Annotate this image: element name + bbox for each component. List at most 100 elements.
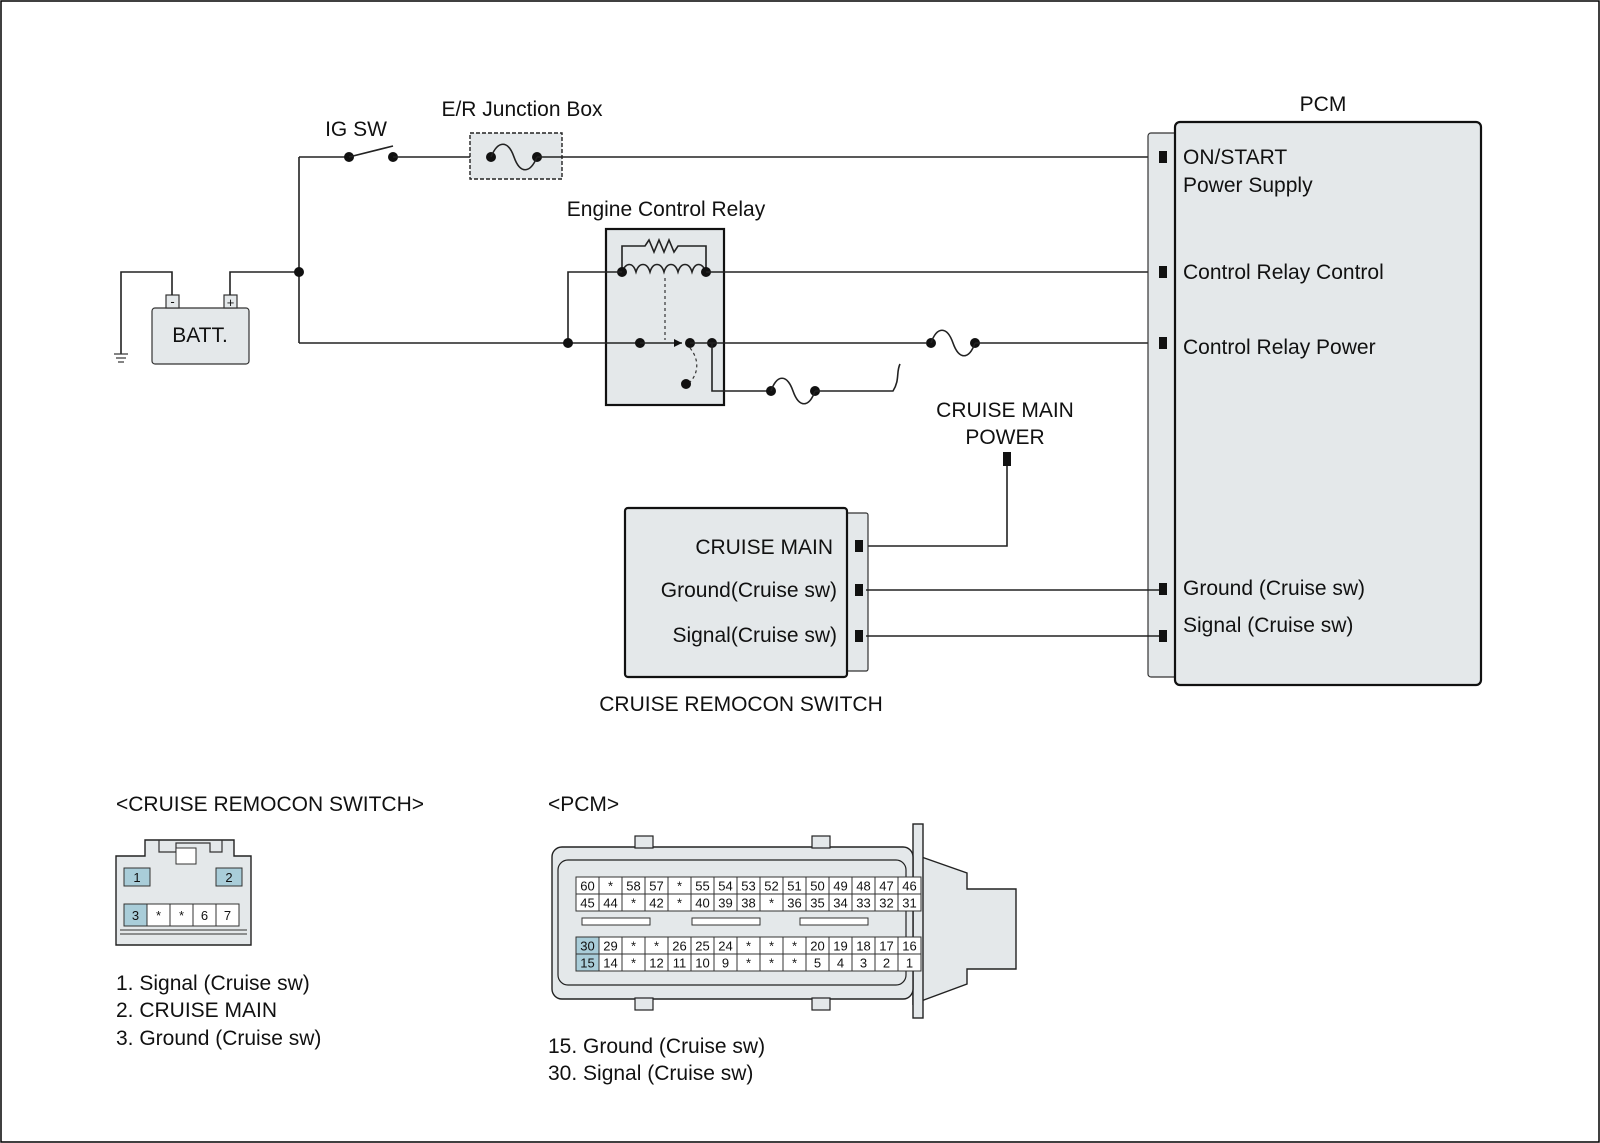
- switch-terminal: [855, 630, 863, 642]
- pcm-pin-relay-power-label: Control Relay Power: [1183, 336, 1376, 359]
- connector-pin-label: 57: [649, 879, 663, 894]
- connector-pin-label: 1: [906, 956, 913, 971]
- contact-arrow-icon: [674, 339, 682, 347]
- switch-connector-key: [175, 847, 197, 865]
- connector-pin-label: 52: [764, 879, 778, 894]
- connector-pin-label: *: [746, 956, 751, 971]
- connector-pin-label: 19: [833, 939, 847, 954]
- splice-dot: [563, 338, 573, 348]
- junction-box-outline: [469, 132, 563, 180]
- connector-pin-label: 20: [810, 939, 824, 954]
- connector-pin-label: *: [677, 896, 682, 911]
- connector-pin-label: *: [792, 939, 797, 954]
- fuse-icon: [490, 143, 538, 171]
- pcm-legend-item: 30. Signal (Cruise sw): [548, 1062, 753, 1085]
- switch-connector-title: <CRUISE REMOCON SWITCH>: [116, 793, 424, 816]
- pcm-pin-relay-control-label: Control Relay Control: [1183, 261, 1384, 284]
- junction-box: [469, 132, 563, 180]
- connector-pin-label: 4: [837, 956, 844, 971]
- connector-pin-label: 7: [224, 908, 231, 923]
- cruise-main-power-terminal: [1003, 452, 1011, 466]
- pcm-connector-latch: [811, 997, 831, 1011]
- pcm-connector-slot: [799, 917, 869, 926]
- battery-body: [151, 307, 250, 365]
- pcm-connector-strip: [1147, 132, 1179, 678]
- connector-pin-label: 2: [883, 956, 890, 971]
- connector-pin-label: 34: [833, 896, 847, 911]
- pcm-connector-slot: [691, 917, 761, 926]
- connector-pin-label: 53: [741, 879, 755, 894]
- relay-label: Engine Control Relay: [567, 198, 766, 221]
- connector-pin-cell: [897, 893, 922, 912]
- connector-pin-label: 25: [695, 939, 709, 954]
- pcm-connector-latch: [634, 835, 654, 849]
- fuse-icon: [930, 329, 976, 357]
- pcm-connector-boot: [912, 853, 1017, 1006]
- connector-pin-label: 9: [722, 956, 729, 971]
- switch-pin-ground-label: Ground(Cruise sw): [661, 579, 837, 602]
- switch-legend-item: 1. Signal (Cruise sw): [116, 972, 310, 995]
- connector-pin-label: 39: [718, 896, 732, 911]
- connector-pin-label: 31: [902, 896, 916, 911]
- connector-pin-label: 44: [603, 896, 617, 911]
- battery-minus-sign: -: [170, 294, 174, 309]
- cruise-main-wire: [866, 466, 1008, 547]
- ground-wire: [120, 271, 173, 354]
- connector-pin-label: 1: [133, 870, 140, 885]
- connector-pin-cell: [123, 867, 151, 887]
- connector-pin-label: 24: [718, 939, 732, 954]
- connector-pin-label: 26: [672, 939, 686, 954]
- connector-pin-label: 10: [695, 956, 709, 971]
- pcm-terminal: [1159, 583, 1167, 595]
- branch-continuation-wire: [815, 363, 901, 392]
- pcm-pin-power-supply-label: Power Supply: [1183, 174, 1313, 197]
- cruise-main-power-label-1: CRUISE MAIN: [936, 399, 1074, 422]
- connector-pin-label: 3: [132, 908, 139, 923]
- connector-pin-label: *: [631, 896, 636, 911]
- connector-pin-label: 5: [814, 956, 821, 971]
- connector-pin-label: 54: [718, 879, 732, 894]
- pcm-terminal: [1159, 630, 1167, 642]
- connector-pin-label: 17: [879, 939, 893, 954]
- pcm-terminal: [1159, 266, 1167, 278]
- cruise-main-power-label-2: POWER: [965, 426, 1044, 449]
- connector-pin-label: 16: [902, 939, 916, 954]
- connector-pin-label: 60: [580, 879, 594, 894]
- connector-pin-label: 50: [810, 879, 824, 894]
- pcm-connector-latch: [811, 835, 831, 849]
- pcm-terminal: [1159, 337, 1167, 349]
- connector-pin-label: *: [631, 939, 636, 954]
- relay-switch-arc: [689, 347, 698, 383]
- junction-box-label: E/R Junction Box: [441, 98, 603, 121]
- connector-pin-label: 18: [856, 939, 870, 954]
- connector-pin-label: 48: [856, 879, 870, 894]
- switch-legend-item: 2. CRUISE MAIN: [116, 999, 277, 1022]
- connector-pin-label: *: [631, 956, 636, 971]
- pcm-title: PCM: [1300, 93, 1347, 116]
- switch-terminal: [855, 584, 863, 596]
- connector-pin-label: *: [654, 939, 659, 954]
- connector-pin-label: 42: [649, 896, 663, 911]
- connector-pin-label: 47: [879, 879, 893, 894]
- connector-pin-cell: [215, 867, 243, 887]
- switch-legend-item: 3. Ground (Cruise sw): [116, 1027, 321, 1050]
- connector-pin-label: *: [677, 879, 682, 894]
- connector-pin-cell: [215, 903, 240, 927]
- pcm-connector-latch: [634, 997, 654, 1011]
- pcm-pin-on-start-label: ON/START: [1183, 146, 1287, 169]
- connector-pin-label: 46: [902, 879, 916, 894]
- battery: - + BATT.: [151, 294, 250, 365]
- pcm-box: [1173, 120, 1483, 687]
- connector-pin-label: *: [608, 879, 613, 894]
- connector-pin-label: 3: [860, 956, 867, 971]
- ground-symbol-icon: [114, 353, 128, 363]
- cruise-switch-box: [623, 506, 849, 679]
- battery-positive-wire: [229, 271, 299, 295]
